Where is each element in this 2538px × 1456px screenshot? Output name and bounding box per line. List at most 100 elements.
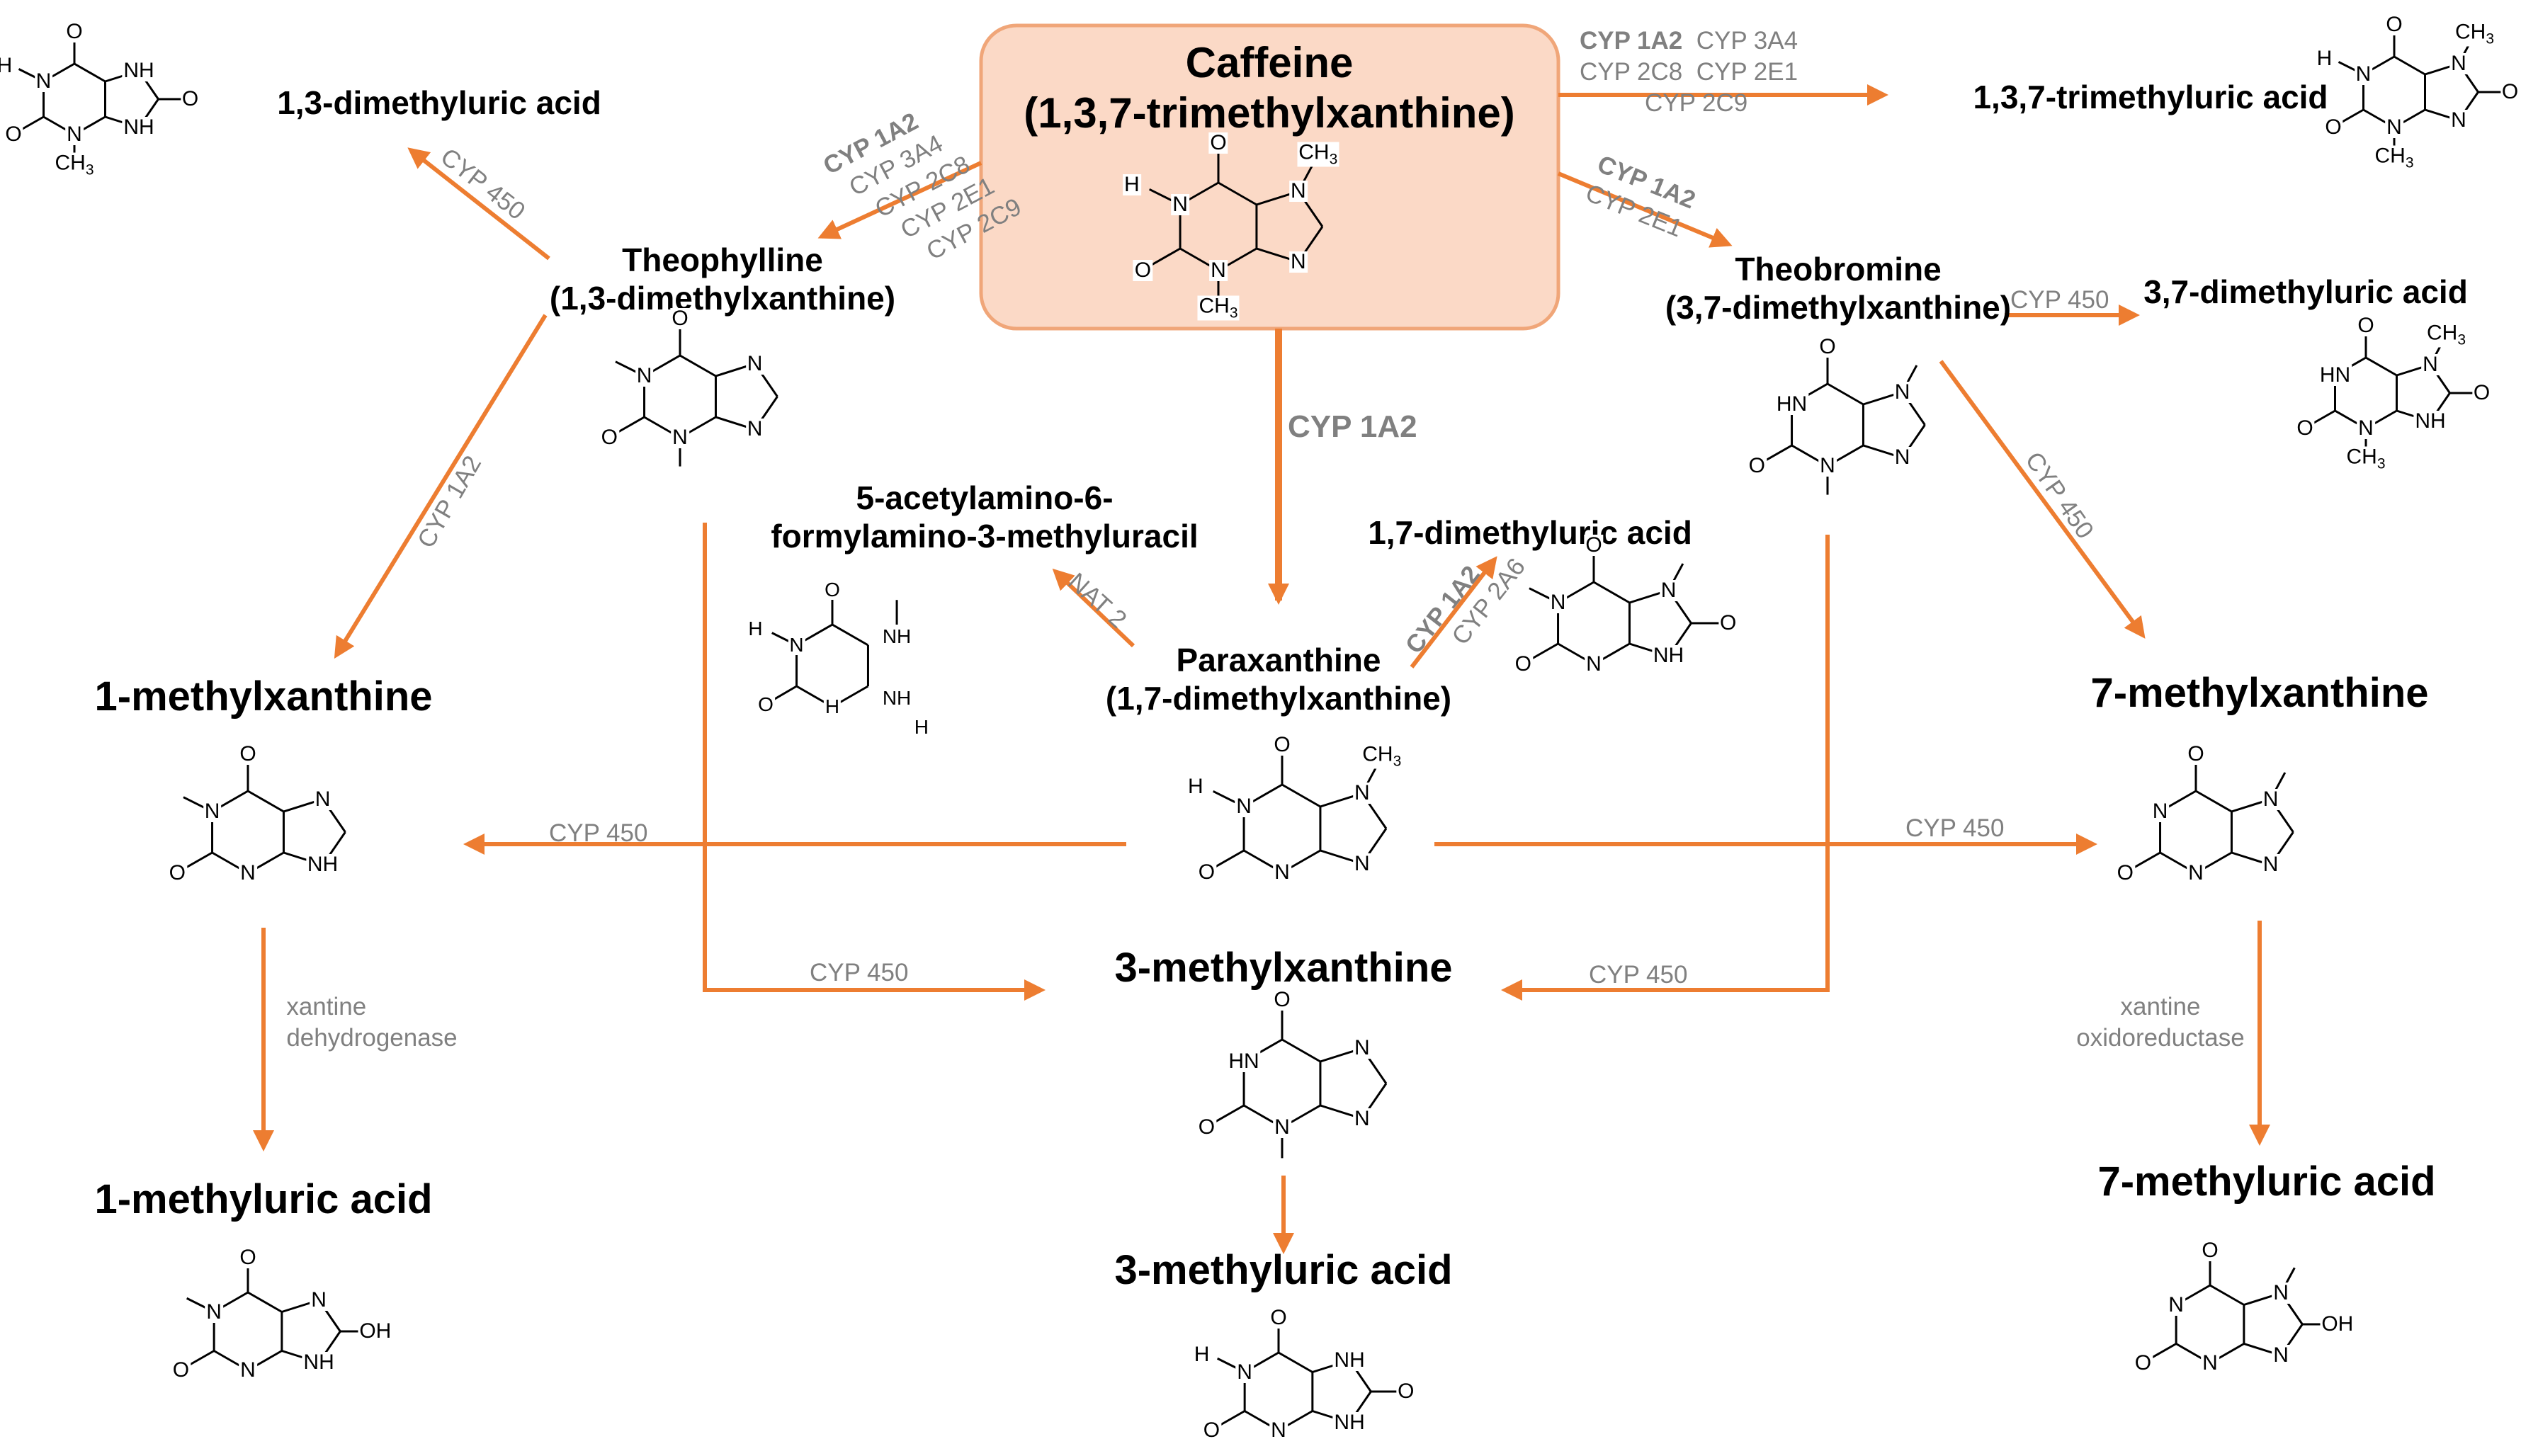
atom-label: O [238,741,258,766]
atom-label: N [205,1299,223,1324]
atom-label: CH3 [1197,294,1240,322]
atom-label: N [671,426,689,449]
atom-label: OH [358,1319,393,1343]
paraxanthine-line1: Paraxanthine [1176,642,1381,678]
enz-tmu-2c8: CYP 2C8 [1580,57,1683,86]
atom-label: O [171,1358,191,1382]
theophylline-line2: (1,3-dimethylxanthine) [549,280,896,317]
atom-label: NH [122,59,156,82]
enzyme-paraxanthine-to-mx7: CYP 450 [1905,814,2005,842]
atom-label: O [4,123,23,146]
mu3-name: 3-methyluric acid [1114,1247,1453,1293]
bond [1593,581,1631,604]
atom-label: H [1123,173,1141,197]
atom-label: N [1352,851,1371,875]
atom-label: N [2385,115,2403,139]
enz-tmu-2e1: CYP 2E1 [1696,57,1798,86]
atom-label: N [788,634,805,656]
atom-label: N [1352,781,1371,805]
atom-label: O [2356,314,2376,337]
arrow-caffeine-to-theobromine [1557,171,1733,248]
atom-label: N [1235,1360,1254,1384]
atom-label: CH3 [1361,742,1403,770]
atom-label: N [1288,249,1308,273]
atom-label: NH [302,1350,336,1374]
atom-label: N [1893,445,1912,470]
atom-label: NH [880,625,913,648]
atom-label: O [2133,1351,2153,1375]
bond [2148,1343,2177,1360]
afmu-name: 5-acetylamino-6- formylamino-3-methylura… [771,479,1198,556]
atom-label: CH3 [53,151,96,178]
atom-label: N [2151,800,2170,823]
atom-label: O [2500,80,2520,103]
atom-label: N [2261,787,2280,811]
bond [832,623,869,647]
atom-label: N [2167,1292,2185,1316]
atom-label: NH [1332,1348,1366,1372]
atom-label: N [2272,1343,2290,1367]
atom-label: O [1584,533,1604,557]
bond [247,1291,283,1313]
tmu137-name: 1,3,7-trimethyluric acid [1973,79,2328,115]
arrow-theophylline-to-mx1 [334,314,548,659]
atom-label: N [2354,62,2373,86]
arrow-theobromine-to-mx3 [1501,535,1830,1001]
afmu-line1: 5-acetylamino-6- [856,479,1114,516]
theobromine-line2: (3,7-dimethylxanthine) [1665,289,2012,326]
arrows [253,84,2270,1254]
atom-label: N [1585,652,1603,676]
bond [2209,1284,2245,1306]
bond [1212,1104,1245,1125]
enz-mu7-line2: oxidoreductase [2076,1023,2245,1052]
atom-label: OH [2320,1312,2355,1336]
caffeine-name: Caffeine (1,3,7-trimethylxanthine) [1024,38,1515,139]
enzyme-theophylline-to-mx3: CYP 450 [810,959,909,986]
atom-label: O [2384,13,2404,36]
atom-label: N [1352,1106,1371,1130]
atom-label: O [2471,381,2492,404]
atom-label: N [2449,52,2468,75]
atom-label: N [1269,1418,1288,1442]
atom-label: N [239,1358,257,1382]
atom-label: N [2187,861,2205,885]
atom-label: H [912,716,930,738]
atom-label: N [1209,258,1228,282]
atom-label: O [1818,334,1837,358]
enz-mu7-line1: xantine [2120,993,2201,1020]
paraxanthine-line2: (1,7-dimethylxanthine) [1105,680,1452,717]
atom-label: NH [1651,644,1686,668]
atom-label: N [2449,108,2468,132]
bond [771,685,798,702]
atom-label: N [1273,1115,1291,1139]
atom-label: O [2115,861,2135,885]
atom-label: CH3 [2345,445,2387,472]
atom-label: N [2421,353,2440,376]
atom-label: N [745,351,764,375]
enzyme-caf-to-paraxanthine: CYP 1A2 [1288,409,1417,444]
atom-label: O [167,861,187,885]
bond [1218,181,1257,206]
atom-label: H [1192,1342,1211,1366]
bond [1762,444,1793,463]
atom-label: CH3 [2373,144,2415,171]
atom-label: O [2186,741,2206,766]
afmu-line2: formylamino-3-methyluracil [771,518,1199,555]
mx1-name: 1-methylxanthine [94,673,433,720]
mx7-name: 7-methylxanthine [2090,670,2429,716]
bond [2195,790,2233,813]
atom-label: O [2200,1238,2220,1262]
enzyme-caf-to-tmu: CYP 1A2 CYP 3A4 CYP 2C8 CYP 2E1 CYP 2C9 [1580,25,1798,118]
atom-label: N [1818,454,1837,477]
atom-label: O [823,578,842,601]
bond [1281,1038,1321,1063]
arrow-paraxanthine-to-dmu17 [1410,556,1497,669]
atom-label: O [1201,1418,1222,1442]
atom-label: N [1273,860,1291,884]
atom-label: O [1718,611,1738,635]
atom-label: O [1272,733,1292,757]
arrow-theophylline-to-mx3 [703,523,1046,1001]
atom-label: O [1513,652,1533,676]
